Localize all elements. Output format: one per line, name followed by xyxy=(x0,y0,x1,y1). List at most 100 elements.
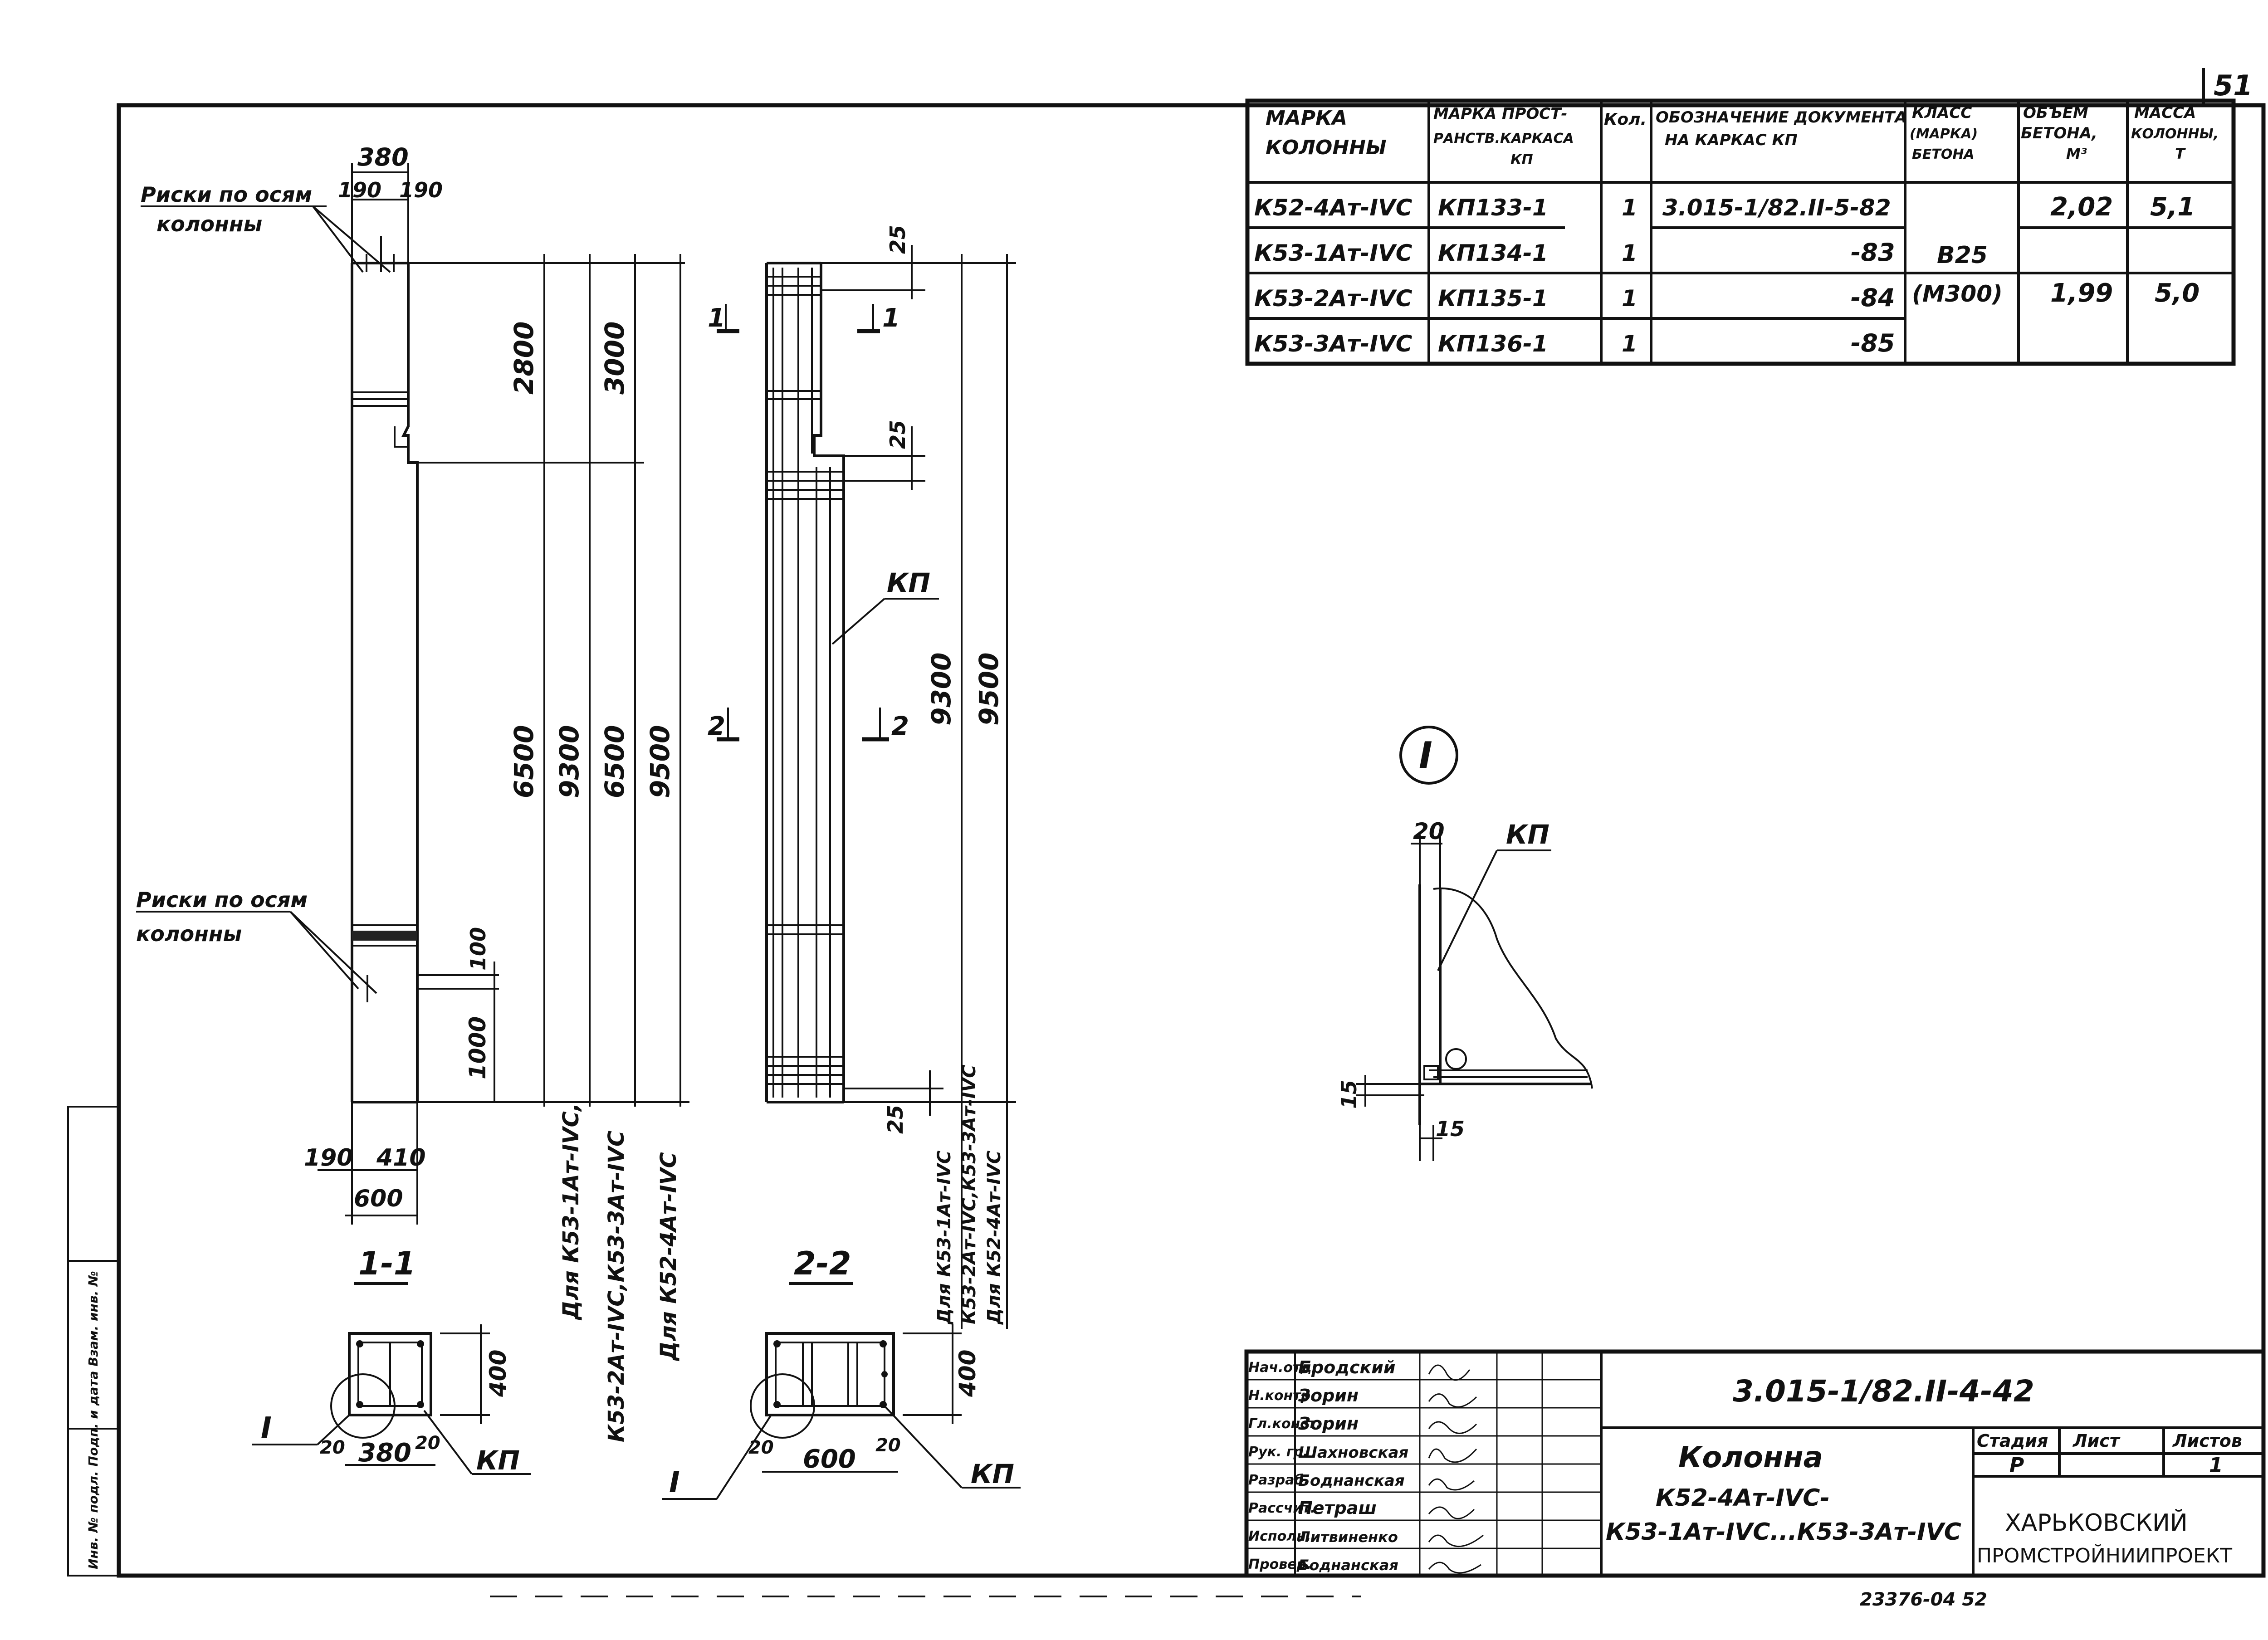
dim-380-b: 380 xyxy=(358,1438,411,1468)
spec-concrete-mark: (М300) xyxy=(1912,281,2003,307)
for-label-2: К53-2Ат-IVС,К53-3Ат-IVС xyxy=(604,1131,629,1442)
spec-row4-qty: 1 xyxy=(1622,331,1637,357)
dim-20-d: 20 xyxy=(875,1435,901,1456)
signature-scribbles xyxy=(1428,1364,1484,1574)
dim-25-a: 25 xyxy=(885,225,910,254)
spec-row3-doc: -84 xyxy=(1851,283,1895,312)
risks-label-top-1: Риски по осям xyxy=(141,182,312,207)
dim-15-a: 15 xyxy=(1337,1080,1361,1109)
cut-1-left: 1 xyxy=(708,303,725,333)
dim-9300-a: 9300 xyxy=(554,725,585,798)
spec-h-m2: КОЛОННЫ, xyxy=(2131,126,2219,142)
spec-row2-mark: К53-1Ат-IVС xyxy=(1254,240,1413,266)
spec-row2-doc: -83 xyxy=(1851,238,1895,267)
dimension-lines-elevation-1 xyxy=(408,254,689,1107)
sig-role-7: Исполн. xyxy=(1248,1528,1311,1544)
dim-20-c: 20 xyxy=(748,1437,774,1458)
spec-h-v3: М³ xyxy=(2066,145,2087,162)
sig-name-2: Зорин xyxy=(1298,1386,1359,1406)
drawing-code: 3.015-1/82.II-4-42 xyxy=(1733,1374,2034,1409)
dim-190-a: 190 xyxy=(338,178,381,202)
spec-h-v2: БЕТОНА, xyxy=(2021,124,2097,142)
for-label-3: Для К52-4Ат-IVС xyxy=(656,1152,681,1362)
spec-mass-2: 5,0 xyxy=(2155,278,2200,308)
dim-410: 410 xyxy=(376,1144,426,1171)
sig-role-8: Провер. xyxy=(1248,1557,1311,1572)
title-block xyxy=(1244,1349,2266,1578)
spec-h-mark1: МАРКА xyxy=(1266,107,1347,130)
spec-h-doc1: ОБОЗНАЧЕНИЕ ДОКУМЕНТА xyxy=(1656,108,1907,127)
spec-h-cl1: КЛАСС xyxy=(1912,104,1972,122)
dim-400-b: 400 xyxy=(954,1350,981,1397)
sheet-header: Лист xyxy=(2072,1431,2121,1451)
sig-name-8: Боднанская xyxy=(1298,1557,1398,1574)
cut-2-left: 2 xyxy=(708,712,725,741)
spec-row1-qty: 1 xyxy=(1622,195,1637,221)
sig-role-4: Рук. гр. xyxy=(1248,1444,1308,1460)
node-marker-circle xyxy=(1399,726,1458,785)
dim-100: 100 xyxy=(466,927,490,971)
spec-row2-kp: КП134-1 xyxy=(1438,240,1548,266)
org-line-2: ПРОМСТРОЙНИИПРОЕКТ xyxy=(1977,1543,2232,1567)
spec-h-cl2: (МАРКА) xyxy=(1910,126,1978,142)
spec-row1-kp: КП133-1 xyxy=(1438,195,1548,221)
risks-label-bottom-1: Риски по осям xyxy=(136,888,308,912)
dim-400-a: 400 xyxy=(485,1350,511,1397)
section-label-1-1: 1-1 xyxy=(358,1245,415,1282)
for-label-6: Для К52-4Ат-IVС xyxy=(984,1151,1005,1325)
spec-h-kp2: РАНСТВ.КАРКАСА xyxy=(1433,131,1574,146)
dim-1000: 1000 xyxy=(464,1016,491,1079)
dim-190-c: 190 xyxy=(304,1144,353,1171)
for-label-5: К53-2Ат-IVС,К53-3Ат-IVС xyxy=(959,1064,980,1324)
column-elevation-1 xyxy=(351,236,419,1103)
spec-h-qty: Кол. xyxy=(1604,110,1647,129)
spec-row4-kp: КП136-1 xyxy=(1438,331,1548,357)
dim-25-c: 25 xyxy=(883,1105,908,1134)
kp-label-2: КП xyxy=(887,567,930,598)
spec-mass-1: 5,1 xyxy=(2150,192,2195,222)
sig-role-5: Разраб. xyxy=(1248,1472,1309,1488)
node-ref-2: I xyxy=(669,1466,680,1499)
spec-h-cl3: БЕТОНА xyxy=(1912,146,1975,162)
for-label-4: Для К53-1Ат-IVС xyxy=(934,1151,955,1325)
spec-h-kp3: КП xyxy=(1510,152,1533,168)
spec-concrete-class: В25 xyxy=(1937,242,1988,269)
binding-strip xyxy=(67,1106,120,1577)
spec-row4-doc: -85 xyxy=(1851,329,1895,357)
spec-volume-2: 1,99 xyxy=(2050,278,2113,308)
spec-h-kp1: МАРКА ПРОСТ- xyxy=(1433,105,1568,123)
sig-role-1: Нач.отд. xyxy=(1248,1360,1317,1376)
sig-name-3: Зорин xyxy=(1298,1414,1359,1434)
dim-15-b: 15 xyxy=(1436,1117,1465,1141)
dim-9500-b: 9500 xyxy=(973,653,1004,726)
dim-9300-b: 9300 xyxy=(926,653,957,726)
sig-role-3: Гл.конст. xyxy=(1248,1416,1321,1432)
dim-190-b: 190 xyxy=(399,178,443,202)
sheet-number: 51 xyxy=(2214,69,2253,102)
node-ref-1: I xyxy=(261,1411,272,1445)
sig-name-6: Петраш xyxy=(1298,1498,1377,1518)
section-label-2-2: 2-2 xyxy=(794,1245,851,1282)
spec-row3-qty: 1 xyxy=(1622,285,1637,312)
spec-row4-mark: К53-3Ат-IVС xyxy=(1254,331,1413,357)
dim-600-b: 600 xyxy=(803,1445,856,1474)
node-marker-label: I xyxy=(1419,734,1432,776)
drawing-title: Колонна xyxy=(1678,1441,1823,1474)
spec-h-m3: Т xyxy=(2175,145,2186,162)
for-label-1: Для К53-1Ат-IVС, xyxy=(558,1103,584,1321)
dim-20-b: 20 xyxy=(415,1433,440,1454)
cut-1-right: 1 xyxy=(882,303,900,333)
spec-h-m1: МАССА xyxy=(2134,104,2196,122)
dim-20-a: 20 xyxy=(320,1437,345,1458)
dim-25-b: 25 xyxy=(885,420,910,449)
risks-label-bottom-2: колонны xyxy=(136,922,242,946)
sig-name-5: Боднанская xyxy=(1298,1472,1405,1490)
bottom-code: 23376-04 52 xyxy=(1860,1589,1987,1610)
risks-label-top-2: колонны xyxy=(156,212,262,236)
stage-value: Р xyxy=(2009,1454,2024,1477)
sheet-frame xyxy=(117,103,2266,1578)
sheets-value: 1 xyxy=(2209,1454,2223,1477)
binding-strip-text: Инв. № подл. Подп. и дата Взам. инв. № xyxy=(86,1271,101,1569)
dimension-lines-elevation-2 xyxy=(821,245,1016,1329)
